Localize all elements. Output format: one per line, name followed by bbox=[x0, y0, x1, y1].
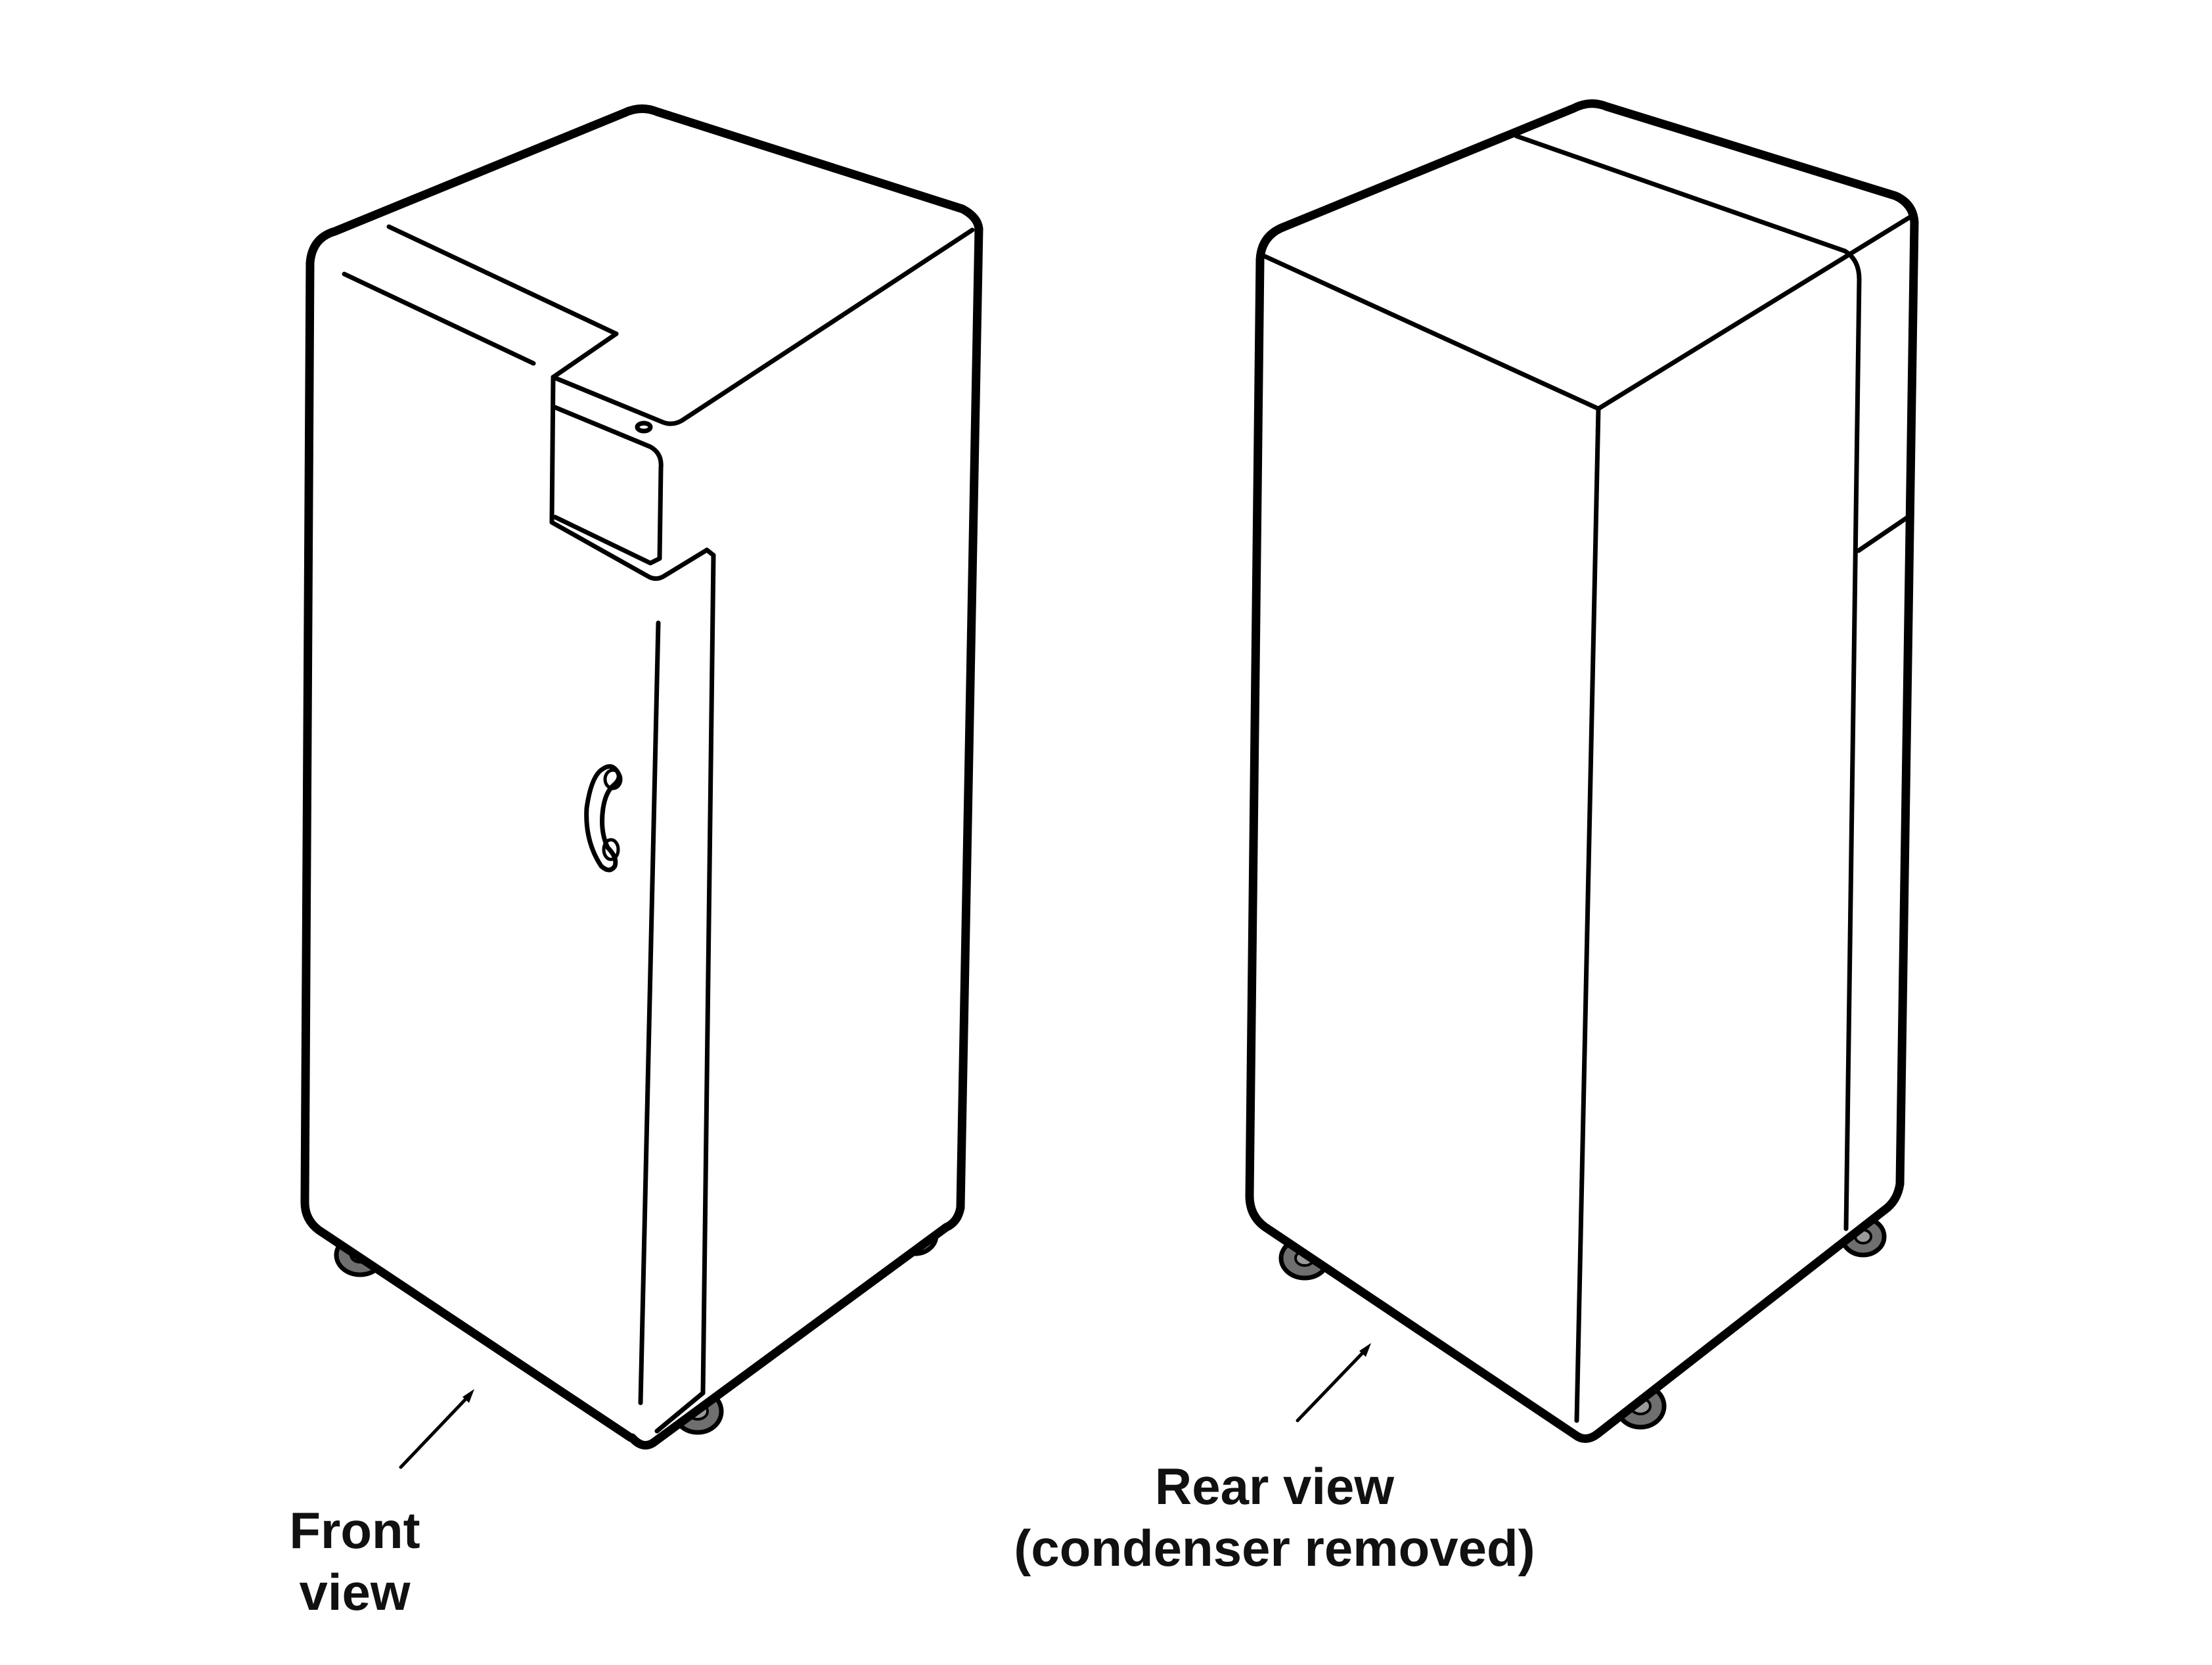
front-bottom-inner-edge bbox=[654, 1390, 706, 1434]
rear-view-label-line1: Rear view bbox=[1154, 1457, 1395, 1515]
front-view-label: Front view bbox=[223, 1499, 486, 1623]
front-unit-outline bbox=[300, 104, 983, 1450]
front-view-arrow bbox=[399, 1389, 474, 1469]
front-unit-body-fill bbox=[305, 110, 978, 1448]
rear-side-panel-corner bbox=[1842, 248, 1862, 1231]
front-door-seam bbox=[638, 620, 661, 1405]
control-panel bbox=[549, 375, 716, 582]
rear-side-panel-line bbox=[1856, 514, 1910, 553]
control-panel-screen bbox=[553, 405, 664, 566]
front-top-left-edge bbox=[386, 224, 619, 336]
power-button-icon bbox=[635, 421, 653, 434]
control-panel-frame bbox=[549, 375, 716, 582]
door-handle-icon bbox=[584, 764, 623, 873]
rear-view-label-line2: (condenser removed) bbox=[1014, 1519, 1535, 1577]
rear-front-vertical-edge bbox=[1574, 406, 1601, 1423]
front-right-face-edge bbox=[700, 553, 716, 1396]
front-top-lip-line bbox=[342, 271, 536, 366]
rear-top-left-edge bbox=[1262, 254, 1601, 411]
rear-unit-body-fill bbox=[1248, 105, 1915, 1438]
rear-view-arrow bbox=[1296, 1343, 1371, 1423]
front-view-label-line1: Front bbox=[289, 1501, 420, 1559]
rear-top-right-edge bbox=[1596, 214, 1913, 411]
front-arrowhead bbox=[463, 1389, 474, 1403]
front-top-right-edge bbox=[551, 227, 975, 426]
rear-view-label: Rear view (condenser removed) bbox=[946, 1455, 1603, 1579]
front-view-unit bbox=[300, 104, 983, 1450]
front-top-notch bbox=[551, 331, 619, 380]
rear-view-unit bbox=[1245, 99, 1919, 1443]
rear-unit-outline bbox=[1245, 99, 1919, 1443]
rear-top-back-edge bbox=[1514, 133, 1847, 254]
rear-arrowhead bbox=[1359, 1343, 1371, 1357]
front-view-label-line2: view bbox=[299, 1563, 411, 1621]
